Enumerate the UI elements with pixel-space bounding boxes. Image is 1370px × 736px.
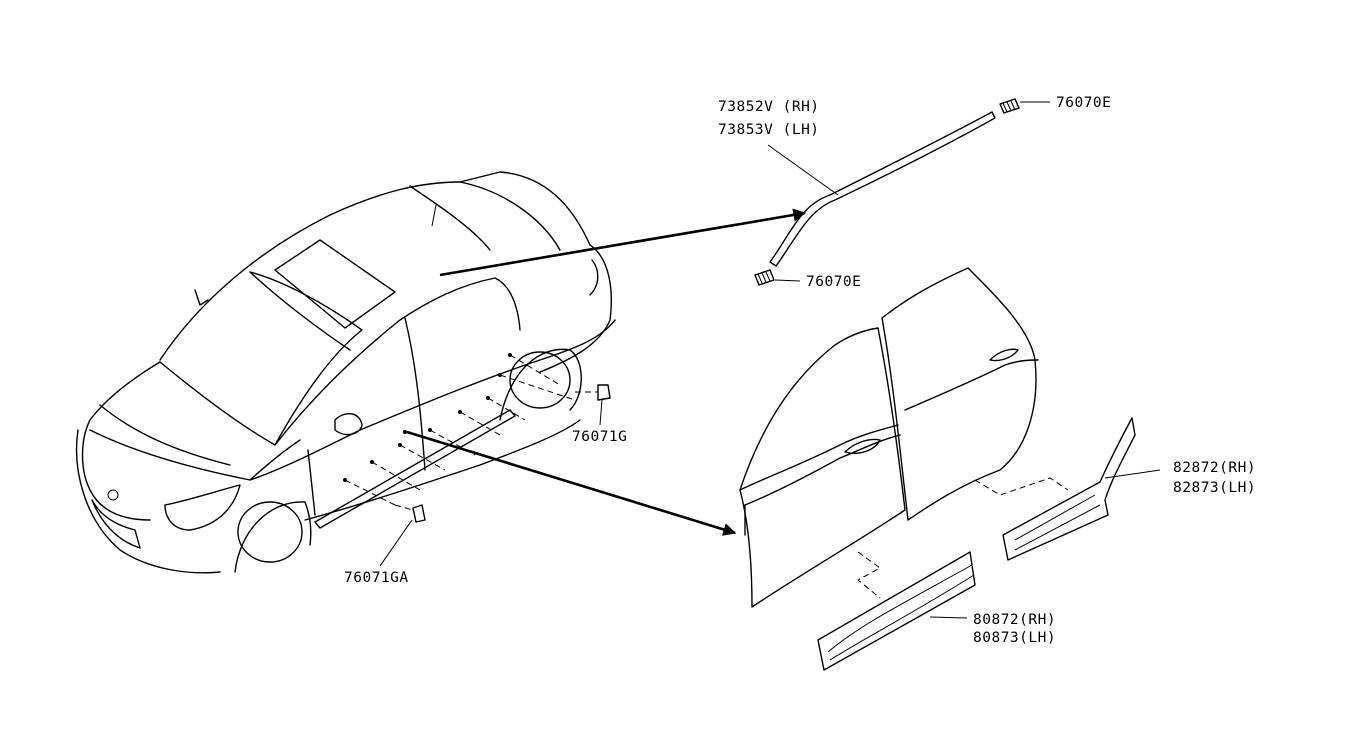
clip-76071ga-icon: [394, 504, 426, 523]
label-73852v-rh: 73852V (RH): [718, 99, 820, 115]
car-body-illustration: [75, 171, 616, 574]
label-82872-rh: 82872(RH): [1173, 460, 1256, 476]
arrow-to-roof-molding: [439, 208, 807, 277]
clip-76070e-upper-icon: [999, 98, 1050, 114]
door-assembly-illustration: [739, 267, 1039, 608]
label-80873-lh: 80873(LH): [973, 630, 1056, 646]
front-door-molding-part: [817, 551, 976, 671]
label-76070e-lower: 76070E: [806, 274, 861, 290]
label-76070e-upper: 76070E: [1056, 95, 1111, 111]
label-82873-lh: 82873(LH): [1173, 480, 1256, 496]
label-76071ga: 76071GA: [344, 570, 409, 586]
arrow-to-door: [406, 430, 737, 536]
rear-door-molding-part: [974, 417, 1136, 561]
label-76071g: 76071G: [572, 429, 627, 445]
clip-76070e-lower-icon: [754, 269, 801, 286]
clip-76071g-icon: [575, 384, 611, 401]
label-80872-rh: 80872(RH): [973, 612, 1056, 628]
label-73853v-lh: 73853V (LH): [718, 122, 820, 138]
roof-molding-part: [769, 111, 996, 267]
